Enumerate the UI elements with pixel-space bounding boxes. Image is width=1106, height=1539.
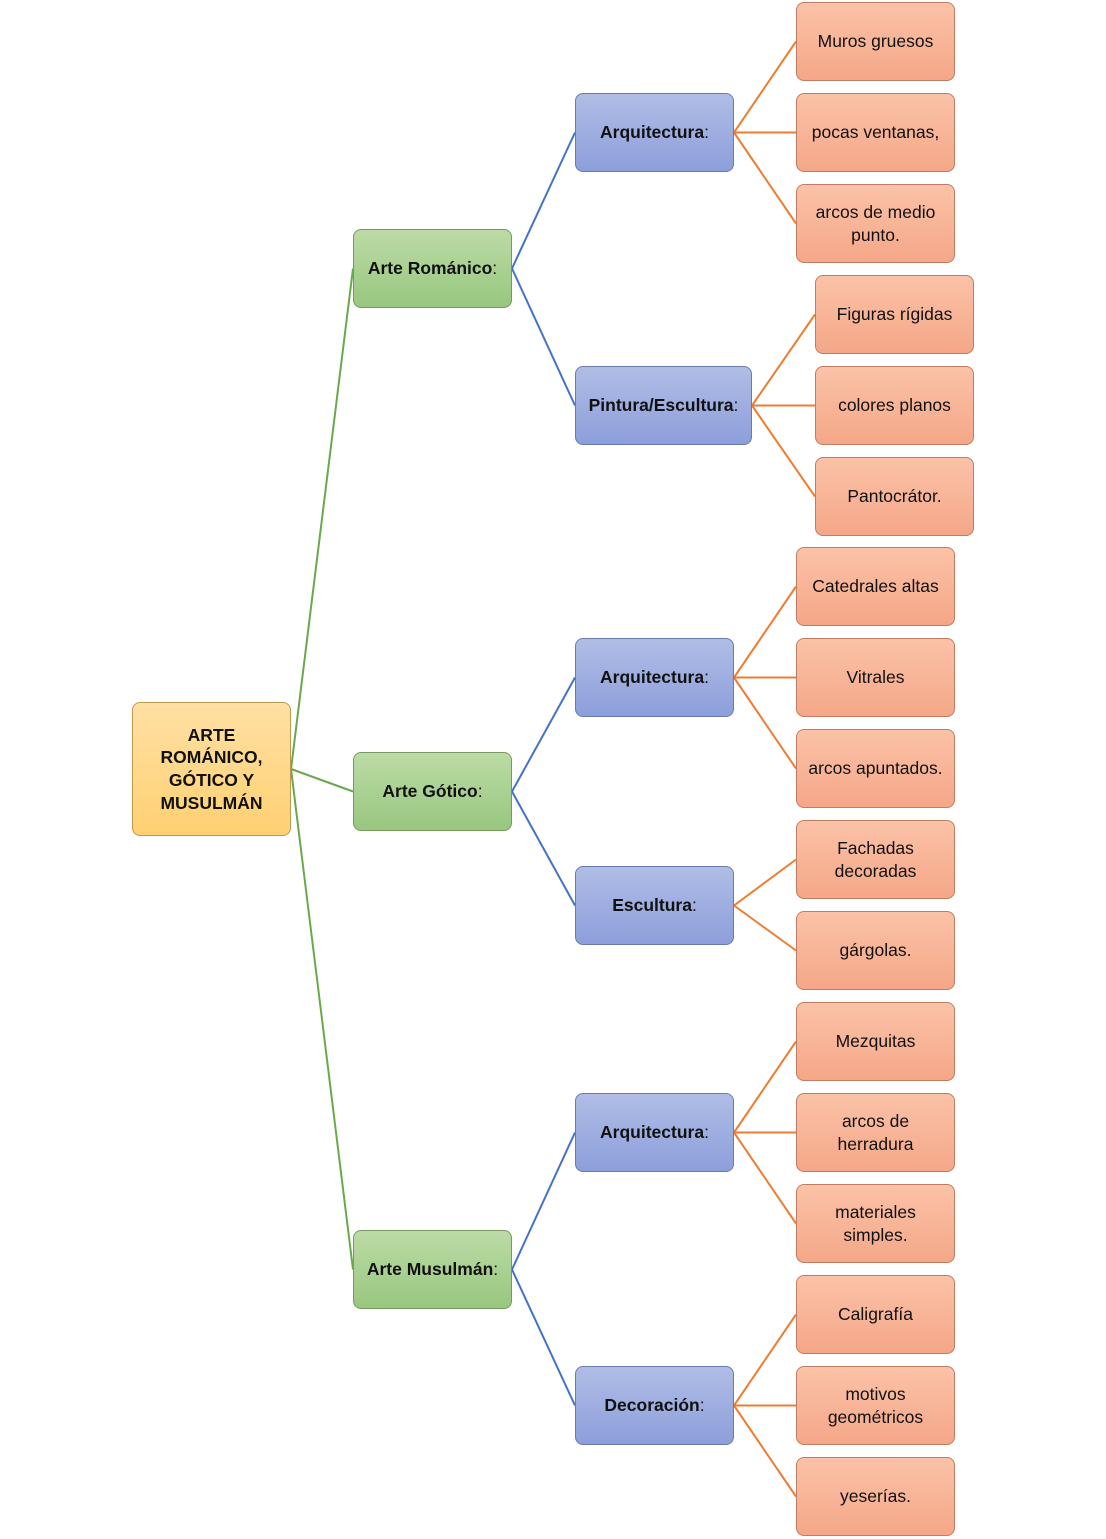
leaf-item: Mezquitas — [796, 1002, 955, 1081]
group-romanico-pintura-escultura: Pintura/Escultura: — [575, 366, 752, 445]
connector-leaf — [751, 404, 816, 498]
group-label: Pintura/Escultura — [588, 395, 734, 416]
leaf-item: arcos de herradura — [796, 1093, 955, 1172]
connector-level2 — [511, 132, 576, 269]
root-label: ARTE ROMÁNICO, GÓTICO Y MUSULMÁN — [160, 724, 263, 813]
connector-leaf — [733, 1313, 797, 1407]
leaf-item: materiales simples. — [796, 1184, 955, 1263]
connector-level2 — [511, 1132, 576, 1270]
connector-level1 — [290, 268, 354, 770]
group-gotico-arquitectura: Arquitectura: — [575, 638, 734, 717]
branch-label: Arte Musulmán — [366, 1259, 494, 1280]
connector-leaf — [733, 904, 797, 952]
branch-gotico: Arte Gótico: — [353, 752, 512, 831]
connector-leaf — [733, 676, 797, 770]
connector-level2 — [511, 677, 576, 792]
connector-leaf — [733, 131, 797, 225]
leaf-item: gárgolas. — [796, 911, 955, 990]
leaf-item: motivos geométricos — [796, 1366, 955, 1445]
leaf-item: Caligrafía — [796, 1275, 955, 1354]
connector-leaf — [733, 858, 797, 907]
leaf-item: Muros gruesos — [796, 2, 955, 81]
group-gotico-escultura: Escultura: — [575, 866, 734, 945]
connector-leaf — [733, 585, 797, 679]
connector-level2 — [511, 268, 576, 406]
leaf-item: yeserías. — [796, 1457, 955, 1536]
group-romanico-arquitectura: Arquitectura: — [575, 93, 734, 172]
group-musulman-decoracion: Decoración: — [575, 1366, 734, 1445]
connector-leaf — [733, 1404, 797, 1498]
root-node: ARTE ROMÁNICO, GÓTICO Y MUSULMÁN — [132, 702, 291, 836]
group-label: Arquitectura — [600, 667, 705, 688]
branch-label: Arte Románico — [367, 258, 493, 279]
branch-musulman: Arte Musulmán: — [353, 1230, 512, 1309]
connector-leaf — [733, 1131, 797, 1225]
leaf-item: Vitrales — [796, 638, 955, 717]
group-label: Escultura — [612, 895, 692, 916]
connector-level1 — [290, 768, 354, 793]
leaf-item: Fachadas decoradas — [796, 820, 955, 899]
leaf-item: Figuras rígidas — [815, 275, 974, 354]
group-label: Decoración — [604, 1395, 700, 1416]
leaf-item: Pantocrátor. — [815, 457, 974, 536]
connector-leaf — [751, 313, 816, 407]
leaf-item: pocas ventanas, — [796, 93, 955, 172]
connector-level2 — [511, 791, 576, 906]
leaf-item: arcos apuntados. — [796, 729, 955, 808]
leaf-item: Catedrales altas — [796, 547, 955, 626]
group-label: Arquitectura — [600, 1122, 705, 1143]
connector-leaf — [733, 1040, 797, 1134]
connector-leaf — [733, 40, 797, 134]
branch-label: Arte Gótico — [382, 781, 478, 802]
leaf-item: colores planos — [815, 366, 974, 445]
group-label: Arquitectura — [600, 122, 705, 143]
leaf-item: arcos de medio punto. — [796, 184, 955, 263]
group-musulman-arquitectura: Arquitectura: — [575, 1093, 734, 1172]
connector-level1 — [290, 768, 354, 1270]
branch-romanico: Arte Románico: — [353, 229, 512, 308]
connector-level2 — [511, 1269, 576, 1406]
